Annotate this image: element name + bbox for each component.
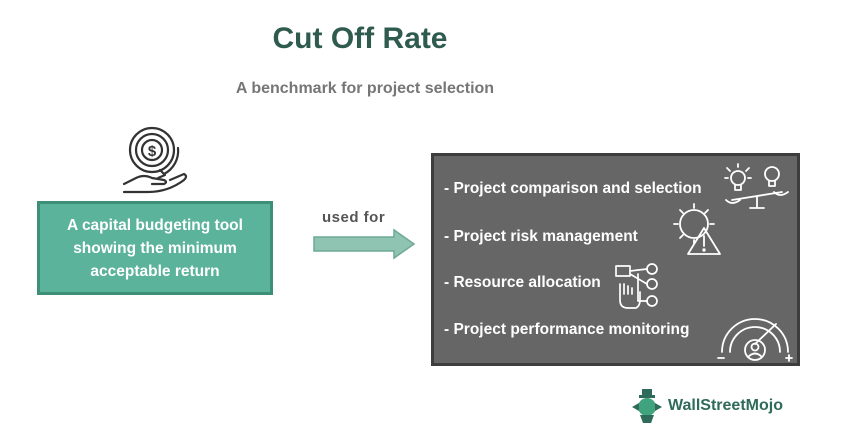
- use-item-risk: - Project risk management: [444, 228, 638, 245]
- risk-warning-icon: [673, 203, 721, 255]
- use-item-comparison: - Project comparison and selection: [444, 180, 702, 197]
- hand-coin-icon: $: [122, 126, 188, 194]
- definition-box: A capital budgeting tool showing the min…: [37, 201, 273, 295]
- svg-text:$: $: [148, 143, 157, 160]
- resource-network-icon: [615, 263, 658, 309]
- right-arrow-icon: [313, 228, 416, 260]
- definition-text: A capital budgeting tool showing the min…: [67, 216, 243, 280]
- lightbulb-scale-icon: [724, 163, 789, 209]
- performance-gauge-icon: [717, 318, 793, 362]
- page-subtitle: A benchmark for project selection: [235, 80, 495, 97]
- wallstreetmojo-logo-icon: [632, 389, 662, 423]
- uses-panel: - Project comparison and selection - Pro…: [431, 153, 800, 366]
- connector-label: used for: [322, 209, 386, 226]
- brand-name: WallStreetMojo: [668, 397, 783, 414]
- page-title: Cut Off Rate: [272, 22, 448, 55]
- use-item-performance: - Project performance monitoring: [444, 321, 690, 338]
- brand-logo: WallStreetMojo: [630, 386, 783, 426]
- use-item-resource: - Resource allocation: [444, 274, 601, 291]
